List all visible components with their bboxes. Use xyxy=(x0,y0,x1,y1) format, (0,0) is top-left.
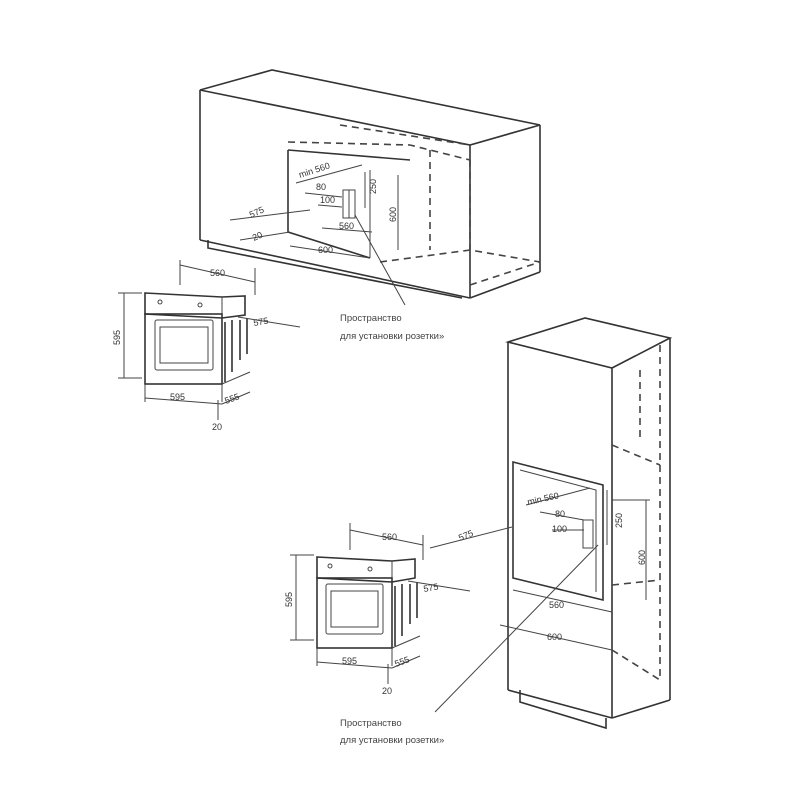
col-dim-600-bottom: 600 xyxy=(547,632,562,642)
oven-bottom: 560 595 575 595 555 20 xyxy=(284,523,471,696)
col-dim-80: 80 xyxy=(555,509,565,519)
top-socket-note-line1: Пространство xyxy=(340,313,402,324)
oven-top-dim-555: 555 xyxy=(223,391,241,406)
top-dim-100: 100 xyxy=(320,195,335,205)
oven-top-dim-595-height: 595 xyxy=(112,330,122,345)
top-dim-560: 560 xyxy=(339,221,354,231)
oven-bottom-dim-560: 560 xyxy=(382,532,397,542)
top-dim-250: 250 xyxy=(368,179,378,194)
oven-bottom-dim-595-width: 595 xyxy=(342,656,357,666)
top-dim-575: 575 xyxy=(248,205,266,220)
col-dim-min560: min 560 xyxy=(526,491,559,507)
col-socket-note-line2: для установки розетки» xyxy=(340,735,444,746)
top-cabinet: min 560 80 100 250 600 575 20 560 600 Пр… xyxy=(199,69,541,342)
col-dim-560: 560 xyxy=(549,600,564,610)
oven-bottom-dim-20: 20 xyxy=(382,686,392,696)
top-dim-min560: min 560 xyxy=(298,160,332,179)
oven-top-dim-560: 560 xyxy=(210,268,225,278)
top-dim-600-bottom: 600 xyxy=(318,245,333,255)
top-socket-note-line2: для установки розетки» xyxy=(340,331,444,342)
oven-bottom-dim-595-height: 595 xyxy=(284,592,294,607)
top-dim-80: 80 xyxy=(316,182,326,192)
col-dim-250: 250 xyxy=(614,513,624,528)
oven-top-dim-575: 575 xyxy=(253,316,270,328)
col-dim-575: 575 xyxy=(457,528,475,543)
col-dim-100: 100 xyxy=(552,524,567,534)
oven-top: 560 595 575 595 555 20 xyxy=(112,260,301,432)
oven-top-dim-20: 20 xyxy=(212,422,222,432)
oven-bottom-dim-575: 575 xyxy=(423,582,440,594)
oven-top-dim-595-width: 595 xyxy=(170,392,185,402)
top-dim-600-side: 600 xyxy=(388,207,398,222)
top-dim-20: 20 xyxy=(251,230,264,243)
col-socket-note-line1: Пространство xyxy=(340,718,402,729)
column-cabinet: min 560 80 100 250 600 575 560 600 Прост… xyxy=(340,317,673,746)
col-dim-600-side: 600 xyxy=(637,550,647,565)
oven-bottom-dim-555: 555 xyxy=(393,654,411,669)
